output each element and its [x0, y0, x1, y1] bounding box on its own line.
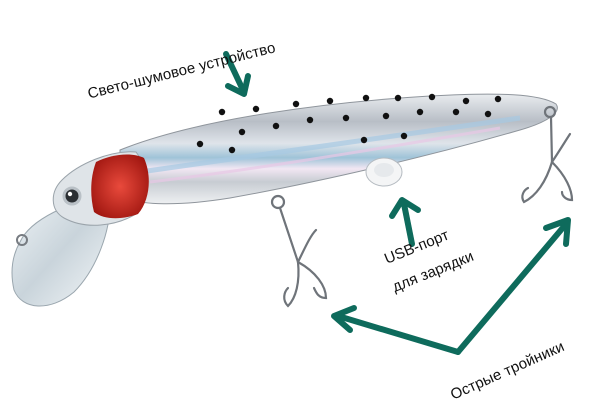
treble-hook-icon	[270, 194, 328, 308]
arrow-icon	[331, 305, 461, 355]
treble-hook-icon	[521, 105, 574, 204]
usb-port	[365, 157, 403, 187]
lure-spots	[196, 93, 502, 154]
arrow-icon	[389, 197, 421, 247]
lure-body	[119, 93, 558, 205]
nose-eyelet-icon	[16, 234, 28, 246]
arrow-icon	[455, 217, 571, 355]
lure-head	[52, 151, 149, 226]
arrow-icon	[223, 51, 251, 97]
lure-eye-icon	[62, 186, 82, 206]
